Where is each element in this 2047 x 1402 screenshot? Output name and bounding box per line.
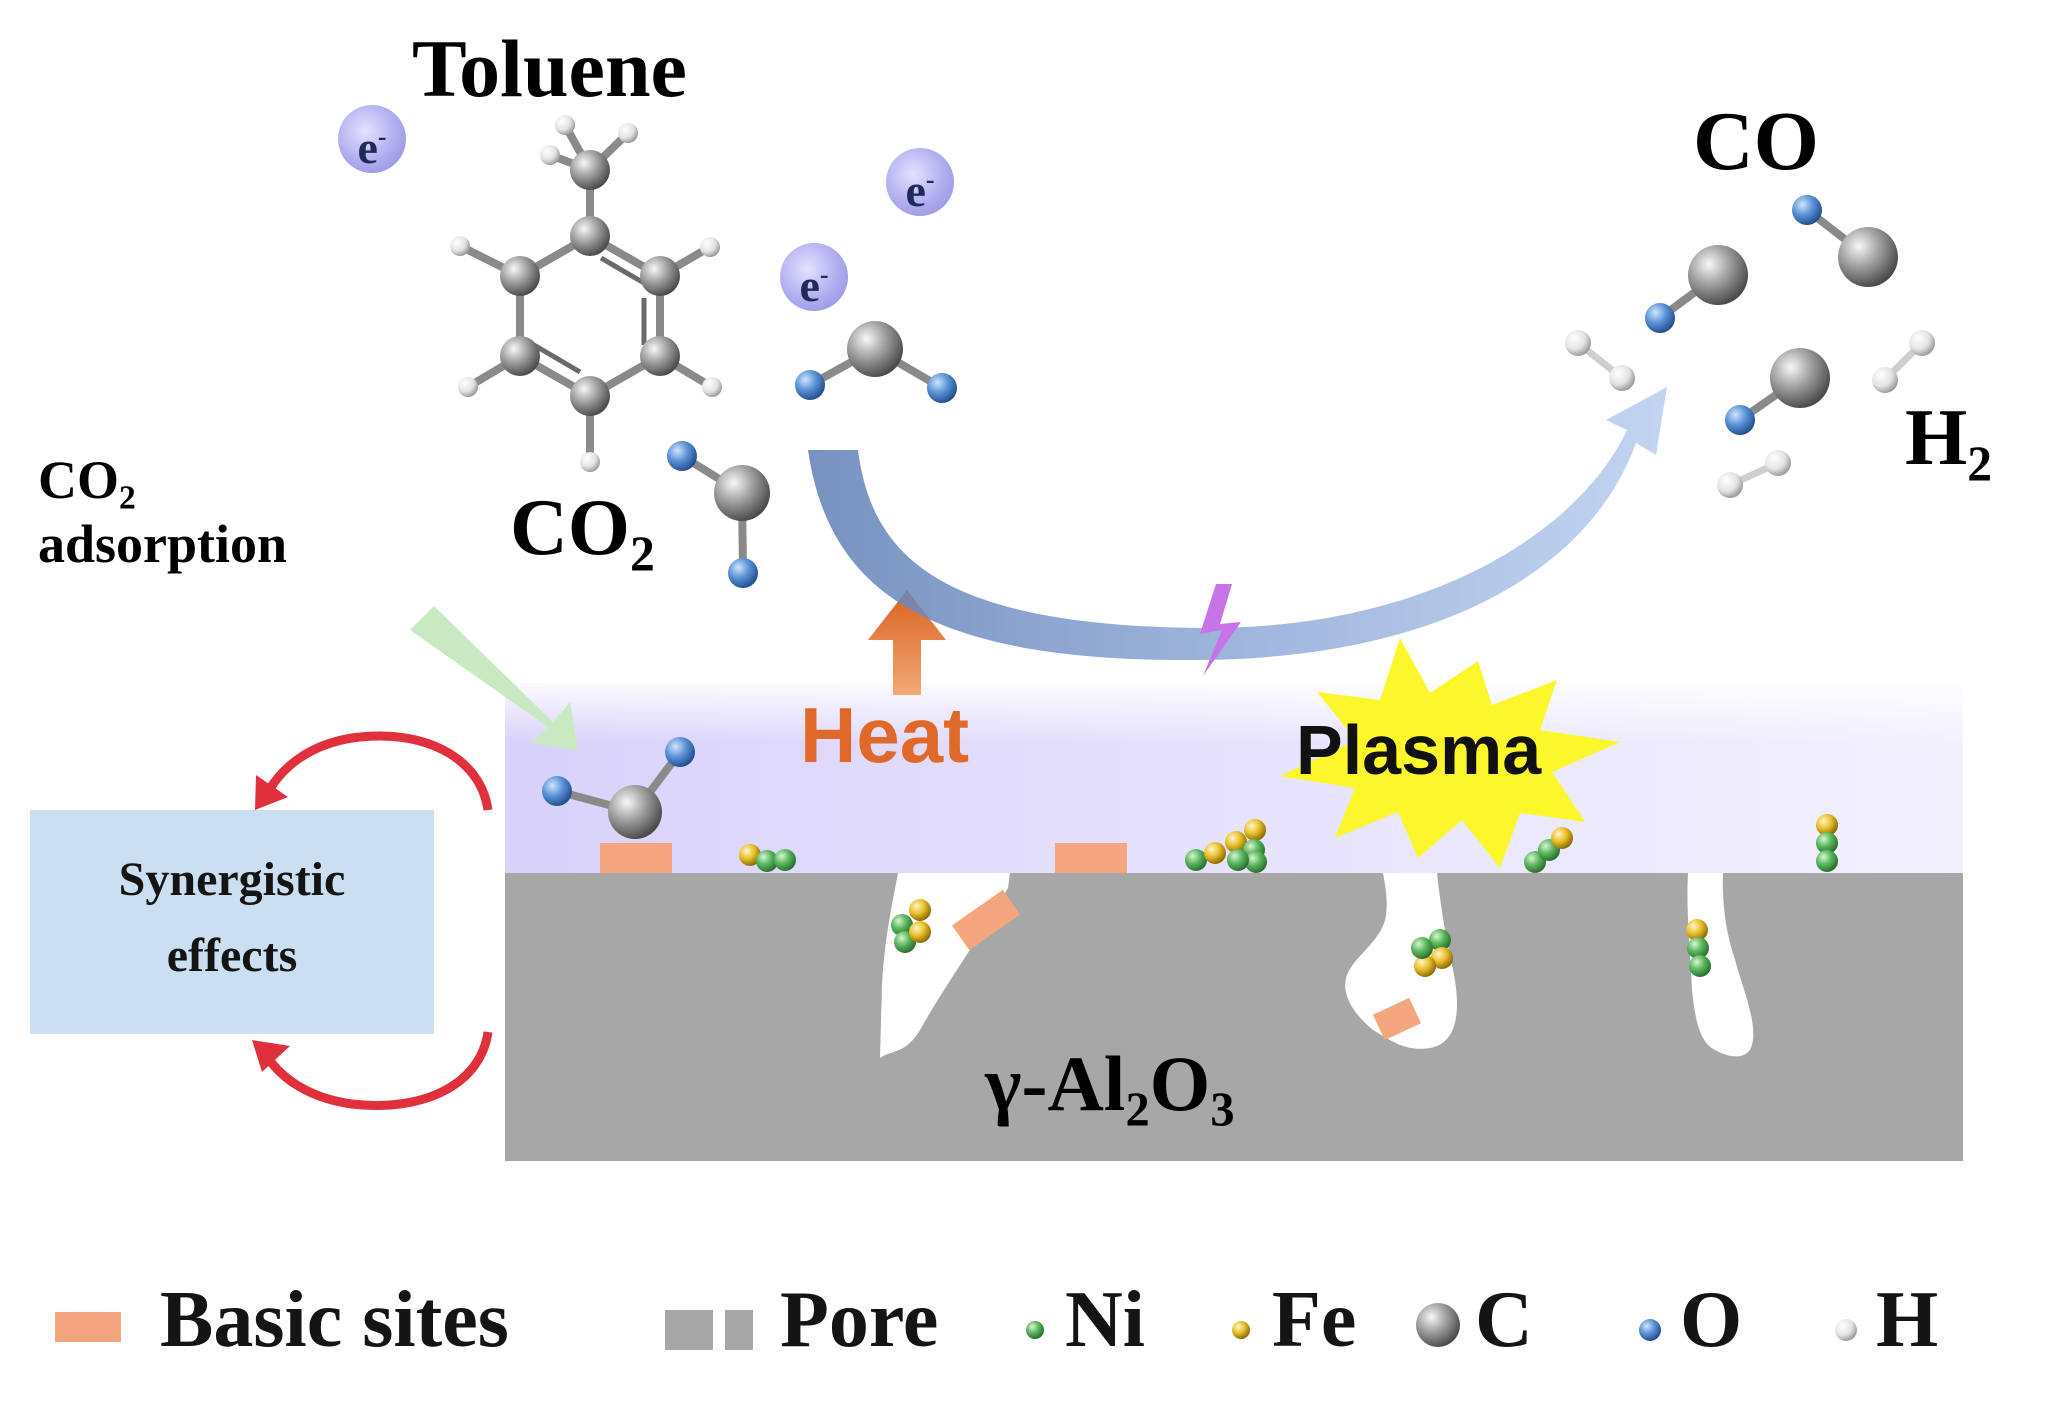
co2-label: CO2 [510, 484, 655, 581]
h2-molecule [1717, 450, 1791, 498]
plasma-starburst [1280, 638, 1620, 868]
plasma-label: Plasma [1296, 711, 1542, 789]
ni-fe-cluster [891, 899, 931, 953]
legend-label-h: H [1876, 1276, 1939, 1364]
blue-ball-icon [1639, 1319, 1661, 1341]
heat-label: Heat [800, 691, 970, 779]
electron-icon: e- [780, 243, 848, 311]
pore-3 [1687, 873, 1754, 1057]
synergy-arrowhead-top [255, 775, 288, 810]
ni-fe-cluster [1411, 929, 1453, 977]
basic-site [600, 843, 672, 873]
ni-fe-cluster [1816, 814, 1838, 872]
basic-site [1055, 843, 1127, 873]
legend-label-fe: Fe [1272, 1276, 1357, 1364]
adsorption-arrow [410, 606, 578, 750]
electron-icon: e- [338, 105, 406, 173]
support-label: γ-Al2O3 [985, 1040, 1235, 1137]
white-ball-icon [1835, 1319, 1857, 1341]
co-molecule [1792, 195, 1898, 287]
ni-fe-cluster [1524, 827, 1573, 873]
adsorbed-co2-molecule [542, 737, 695, 839]
orange-rect-icon [55, 1312, 121, 1342]
toluene-label: Toluene [412, 23, 687, 114]
gray-ball-icon [1416, 1303, 1460, 1347]
legend-label-pore: Pore [780, 1276, 939, 1364]
ni-fe-cluster [739, 844, 796, 872]
basic-site [1372, 997, 1422, 1041]
h2-product-label: H2 [1905, 394, 1993, 491]
basic-site [952, 889, 1020, 951]
plasma-layer-glow [505, 683, 1963, 743]
legend-label-o: O [1680, 1276, 1743, 1364]
legend-label-basic-sites: Basic sites [160, 1276, 509, 1364]
gray-rect-icon-segment [725, 1310, 753, 1350]
co-molecule [1645, 245, 1748, 333]
green-ball-icon [1026, 1321, 1044, 1339]
reaction-arc-arrow [808, 387, 1667, 661]
h2-molecule [1872, 330, 1935, 393]
gray-rect-icon [665, 1310, 713, 1350]
co2-molecule [667, 441, 770, 588]
co2-molecule [795, 321, 957, 403]
co-molecule [1725, 348, 1830, 435]
ni-fe-cluster [1686, 919, 1711, 977]
pore-2 [1345, 873, 1457, 1049]
synergy-label-line1: Synergistic [118, 853, 346, 906]
synergy-arrowhead-bottom [252, 1040, 290, 1072]
synergy-arrow-top [264, 731, 493, 811]
yellow-ball-icon [1232, 1321, 1250, 1339]
electron-icon: e- [886, 148, 954, 216]
legend-label-ni: Ni [1065, 1276, 1145, 1364]
synergy-box: Synergistic effects [30, 810, 434, 1034]
co-product-label: CO [1693, 95, 1819, 188]
lightning-icon [1200, 584, 1241, 676]
h2-molecule [1565, 330, 1635, 391]
legend-label-c: C [1475, 1276, 1533, 1364]
synergy-label-line2: effects [166, 929, 298, 982]
synergy-arrow-bottom [264, 1031, 493, 1110]
ni-fe-cluster [1185, 819, 1267, 873]
toluene-molecule [450, 115, 722, 472]
